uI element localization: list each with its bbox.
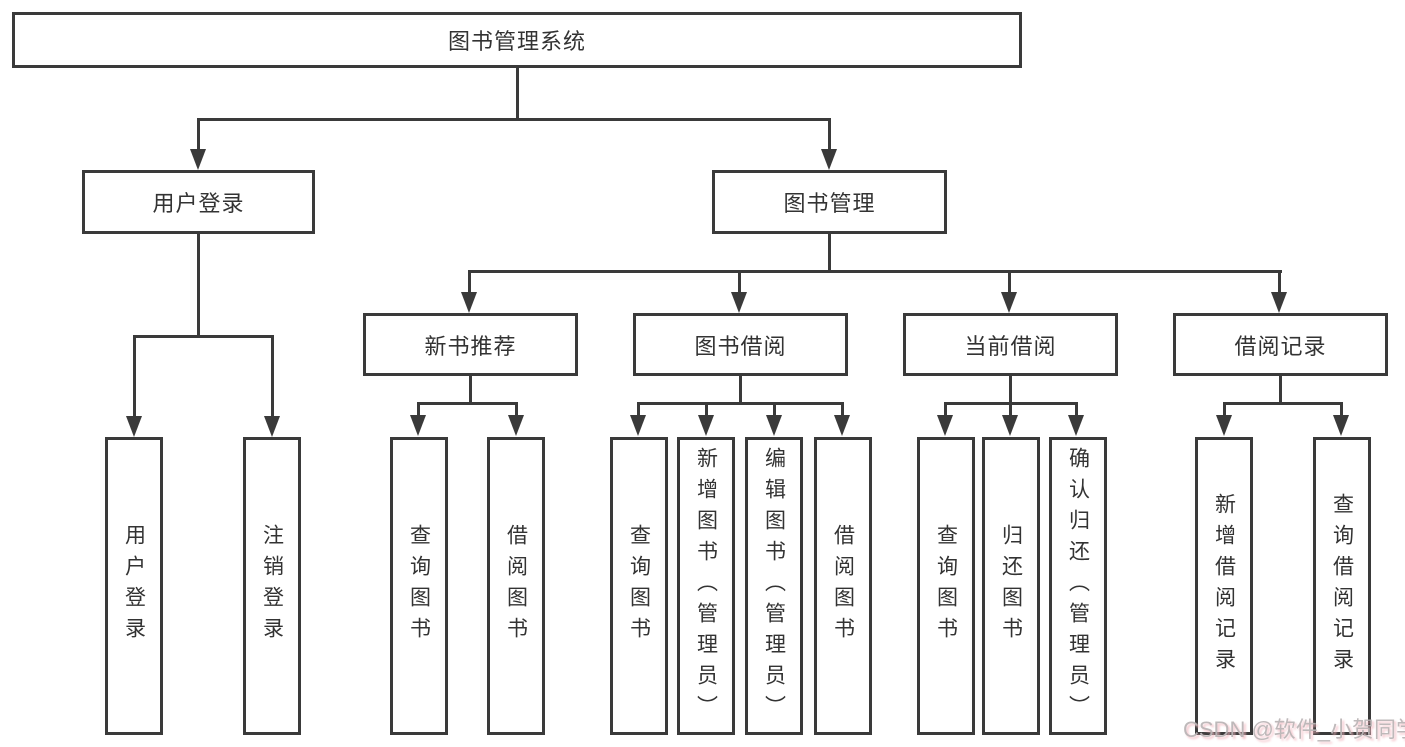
connector-line <box>468 270 1282 273</box>
connector-line <box>1009 376 1012 404</box>
connector-line <box>944 402 947 416</box>
connector-line <box>271 335 274 417</box>
connector-line <box>417 402 518 405</box>
arrow-down-icon <box>1216 415 1232 436</box>
arrow-down-icon <box>264 416 280 437</box>
node-borrowing-records: 借阅记录 <box>1173 313 1388 376</box>
connector-line <box>705 402 708 416</box>
connector-line <box>828 234 831 273</box>
node-current-borrowing: 当前借阅 <box>903 313 1118 376</box>
leaf-label: 查询图书 <box>407 524 431 648</box>
node-label: 新书推荐 <box>424 333 517 359</box>
leaf-borrow-books: 借阅图书 <box>814 437 872 735</box>
connector-line <box>1009 402 1012 416</box>
connector-line <box>1278 270 1281 292</box>
leaf-label: 新增图书（管理员） <box>694 446 718 726</box>
connector-line <box>1223 402 1343 405</box>
arrow-down-icon <box>126 416 142 437</box>
leaf-label: 查询图书 <box>627 524 651 648</box>
node-library-management-system: 图书管理系统 <box>12 12 1022 68</box>
arrow-down-icon <box>508 415 524 436</box>
connector-line <box>469 376 472 404</box>
connector-line <box>468 270 471 292</box>
connector-line <box>637 402 640 416</box>
leaf-label: 借阅图书 <box>504 524 528 648</box>
leaf-confirm-return-admin: 确认归还（管理员） <box>1049 437 1107 735</box>
arrow-down-icon <box>834 415 850 436</box>
connector-line <box>133 335 274 338</box>
leaf-label: 注销登录 <box>260 524 284 648</box>
leaf-query-books-borrowing: 查询图书 <box>610 437 668 735</box>
node-new-book-recommendation: 新书推荐 <box>363 313 578 376</box>
leaf-label: 查询图书 <box>934 524 958 648</box>
leaf-return-books: 归还图书 <box>982 437 1040 735</box>
node-label: 当前借阅 <box>964 333 1057 359</box>
arrow-down-icon <box>1068 415 1084 436</box>
leaf-add-book-admin: 新增图书（管理员） <box>677 437 735 735</box>
arrow-down-icon <box>766 415 782 436</box>
connector-line <box>197 234 200 338</box>
leaf-label: 新增借阅记录 <box>1212 493 1236 679</box>
leaf-add-borrow-record: 新增借阅记录 <box>1195 437 1253 735</box>
connector-line <box>515 402 518 416</box>
arrow-down-icon <box>1333 415 1349 436</box>
arrow-down-icon <box>937 415 953 436</box>
leaf-label: 编辑图书（管理员） <box>762 446 786 726</box>
arrow-down-icon <box>821 149 837 170</box>
leaf-label: 归还图书 <box>999 524 1023 648</box>
leaf-logout: 注销登录 <box>243 437 301 735</box>
node-label: 图书管理系统 <box>447 29 586 54</box>
arrow-down-icon <box>1001 292 1017 313</box>
arrow-down-icon <box>410 415 426 436</box>
connector-line <box>738 270 741 292</box>
arrow-down-icon <box>190 149 206 170</box>
leaf-query-books-recommend: 查询图书 <box>390 437 448 735</box>
node-label: 借阅记录 <box>1234 333 1327 359</box>
node-book-management: 图书管理 <box>712 170 947 234</box>
leaf-label: 借阅图书 <box>831 524 855 648</box>
leaf-query-books-current: 查询图书 <box>917 437 975 735</box>
connector-line <box>417 402 420 416</box>
node-book-borrowing: 图书借阅 <box>633 313 848 376</box>
arrow-down-icon <box>698 415 714 436</box>
connector-line <box>133 335 136 417</box>
connector-line <box>197 118 200 150</box>
connector-line <box>1340 402 1343 416</box>
arrow-down-icon <box>630 415 646 436</box>
arrow-down-icon <box>1271 292 1287 313</box>
leaf-label: 用户登录 <box>122 524 146 648</box>
connector-line <box>739 376 742 404</box>
leaf-user-login: 用户登录 <box>105 437 163 735</box>
connector-line <box>773 402 776 416</box>
csdn-watermark: CSDN @软件_小贺同学 <box>1183 717 1405 742</box>
node-user-login: 用户登录 <box>82 170 315 234</box>
leaf-edit-book-admin: 编辑图书（管理员） <box>745 437 803 735</box>
connector-line <box>1008 270 1011 292</box>
leaf-label: 确认归还（管理员） <box>1066 446 1090 726</box>
leaf-borrow-books-recommend: 借阅图书 <box>487 437 545 735</box>
connector-line <box>1223 402 1226 416</box>
connector-line <box>197 118 831 121</box>
leaf-label: 查询借阅记录 <box>1330 493 1354 679</box>
node-label: 图书借阅 <box>694 333 787 359</box>
arrow-down-icon <box>461 292 477 313</box>
connector-line <box>516 68 519 121</box>
connector-line <box>637 402 844 405</box>
node-label: 用户登录 <box>152 191 245 216</box>
connector-line <box>828 118 831 150</box>
connector-line <box>1279 376 1282 404</box>
leaf-query-borrow-record: 查询借阅记录 <box>1313 437 1371 735</box>
connector-line <box>1075 402 1078 416</box>
connector-line <box>841 402 844 416</box>
node-label: 图书管理 <box>783 191 876 216</box>
arrow-down-icon <box>731 292 747 313</box>
arrow-down-icon <box>1002 415 1018 436</box>
